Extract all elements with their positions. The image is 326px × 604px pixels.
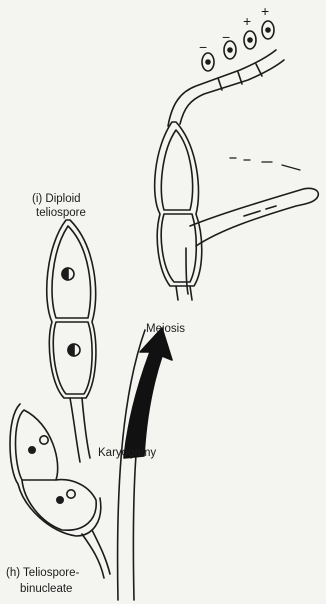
germ-stalk-right	[190, 286, 192, 300]
diploid-nucleus-2-half	[68, 344, 74, 356]
nucleus-dark-1	[29, 447, 35, 453]
diploid-teliospore	[47, 220, 96, 462]
nucleus-light-2	[67, 490, 75, 498]
cycle-arc-outer	[118, 330, 145, 600]
sporidium-nucleus-1	[206, 60, 210, 64]
label-diploid-line1: (i) Diploid	[32, 192, 81, 206]
germinating-teliospore	[155, 21, 319, 300]
sporidium-nucleus-2	[228, 48, 232, 52]
label-binucleate-line1: (h) Teliospore-	[6, 566, 79, 580]
promycelium-upper-b	[180, 60, 284, 124]
binucleate-outline	[10, 404, 101, 536]
sporidium-nucleus-3	[248, 38, 252, 42]
binucleate-stalk	[82, 534, 104, 578]
mating-type-4: +	[261, 4, 269, 18]
stray-mark-1	[230, 158, 272, 162]
diploid-stalk-right	[82, 398, 90, 458]
germ-stalk-left	[176, 286, 178, 300]
label-karyogamy: Karyogamy	[98, 446, 156, 460]
stray-mark-2	[282, 165, 300, 170]
mating-type-2: −	[222, 30, 230, 44]
promycelium-dash-1	[244, 211, 260, 216]
mating-type-1: −	[199, 40, 207, 54]
sporidium-nucleus-4	[266, 28, 270, 32]
nucleus-light-1	[40, 436, 48, 444]
promycelium-lower-b	[186, 248, 188, 294]
label-binucleate-line2: binucleate	[20, 582, 72, 596]
promycelium-dash-2	[266, 206, 276, 209]
binucleate-upper-cell	[16, 410, 58, 480]
mating-type-3: +	[243, 14, 251, 28]
diploid-lower-cell	[53, 322, 92, 394]
label-diploid-line2: teliospore	[36, 206, 86, 220]
nucleus-dark-2	[57, 497, 63, 503]
germ-lower-cell	[161, 214, 196, 282]
diploid-stalk-left	[70, 398, 80, 462]
diploid-nucleus-1-half	[62, 268, 68, 280]
label-meiosis: Meiosis	[146, 322, 185, 336]
binucleate-lower-cell	[22, 480, 96, 531]
promycelium-lower-a	[190, 188, 318, 246]
binucleate-teliospore	[10, 404, 110, 578]
meiosis-arrow	[124, 328, 172, 458]
